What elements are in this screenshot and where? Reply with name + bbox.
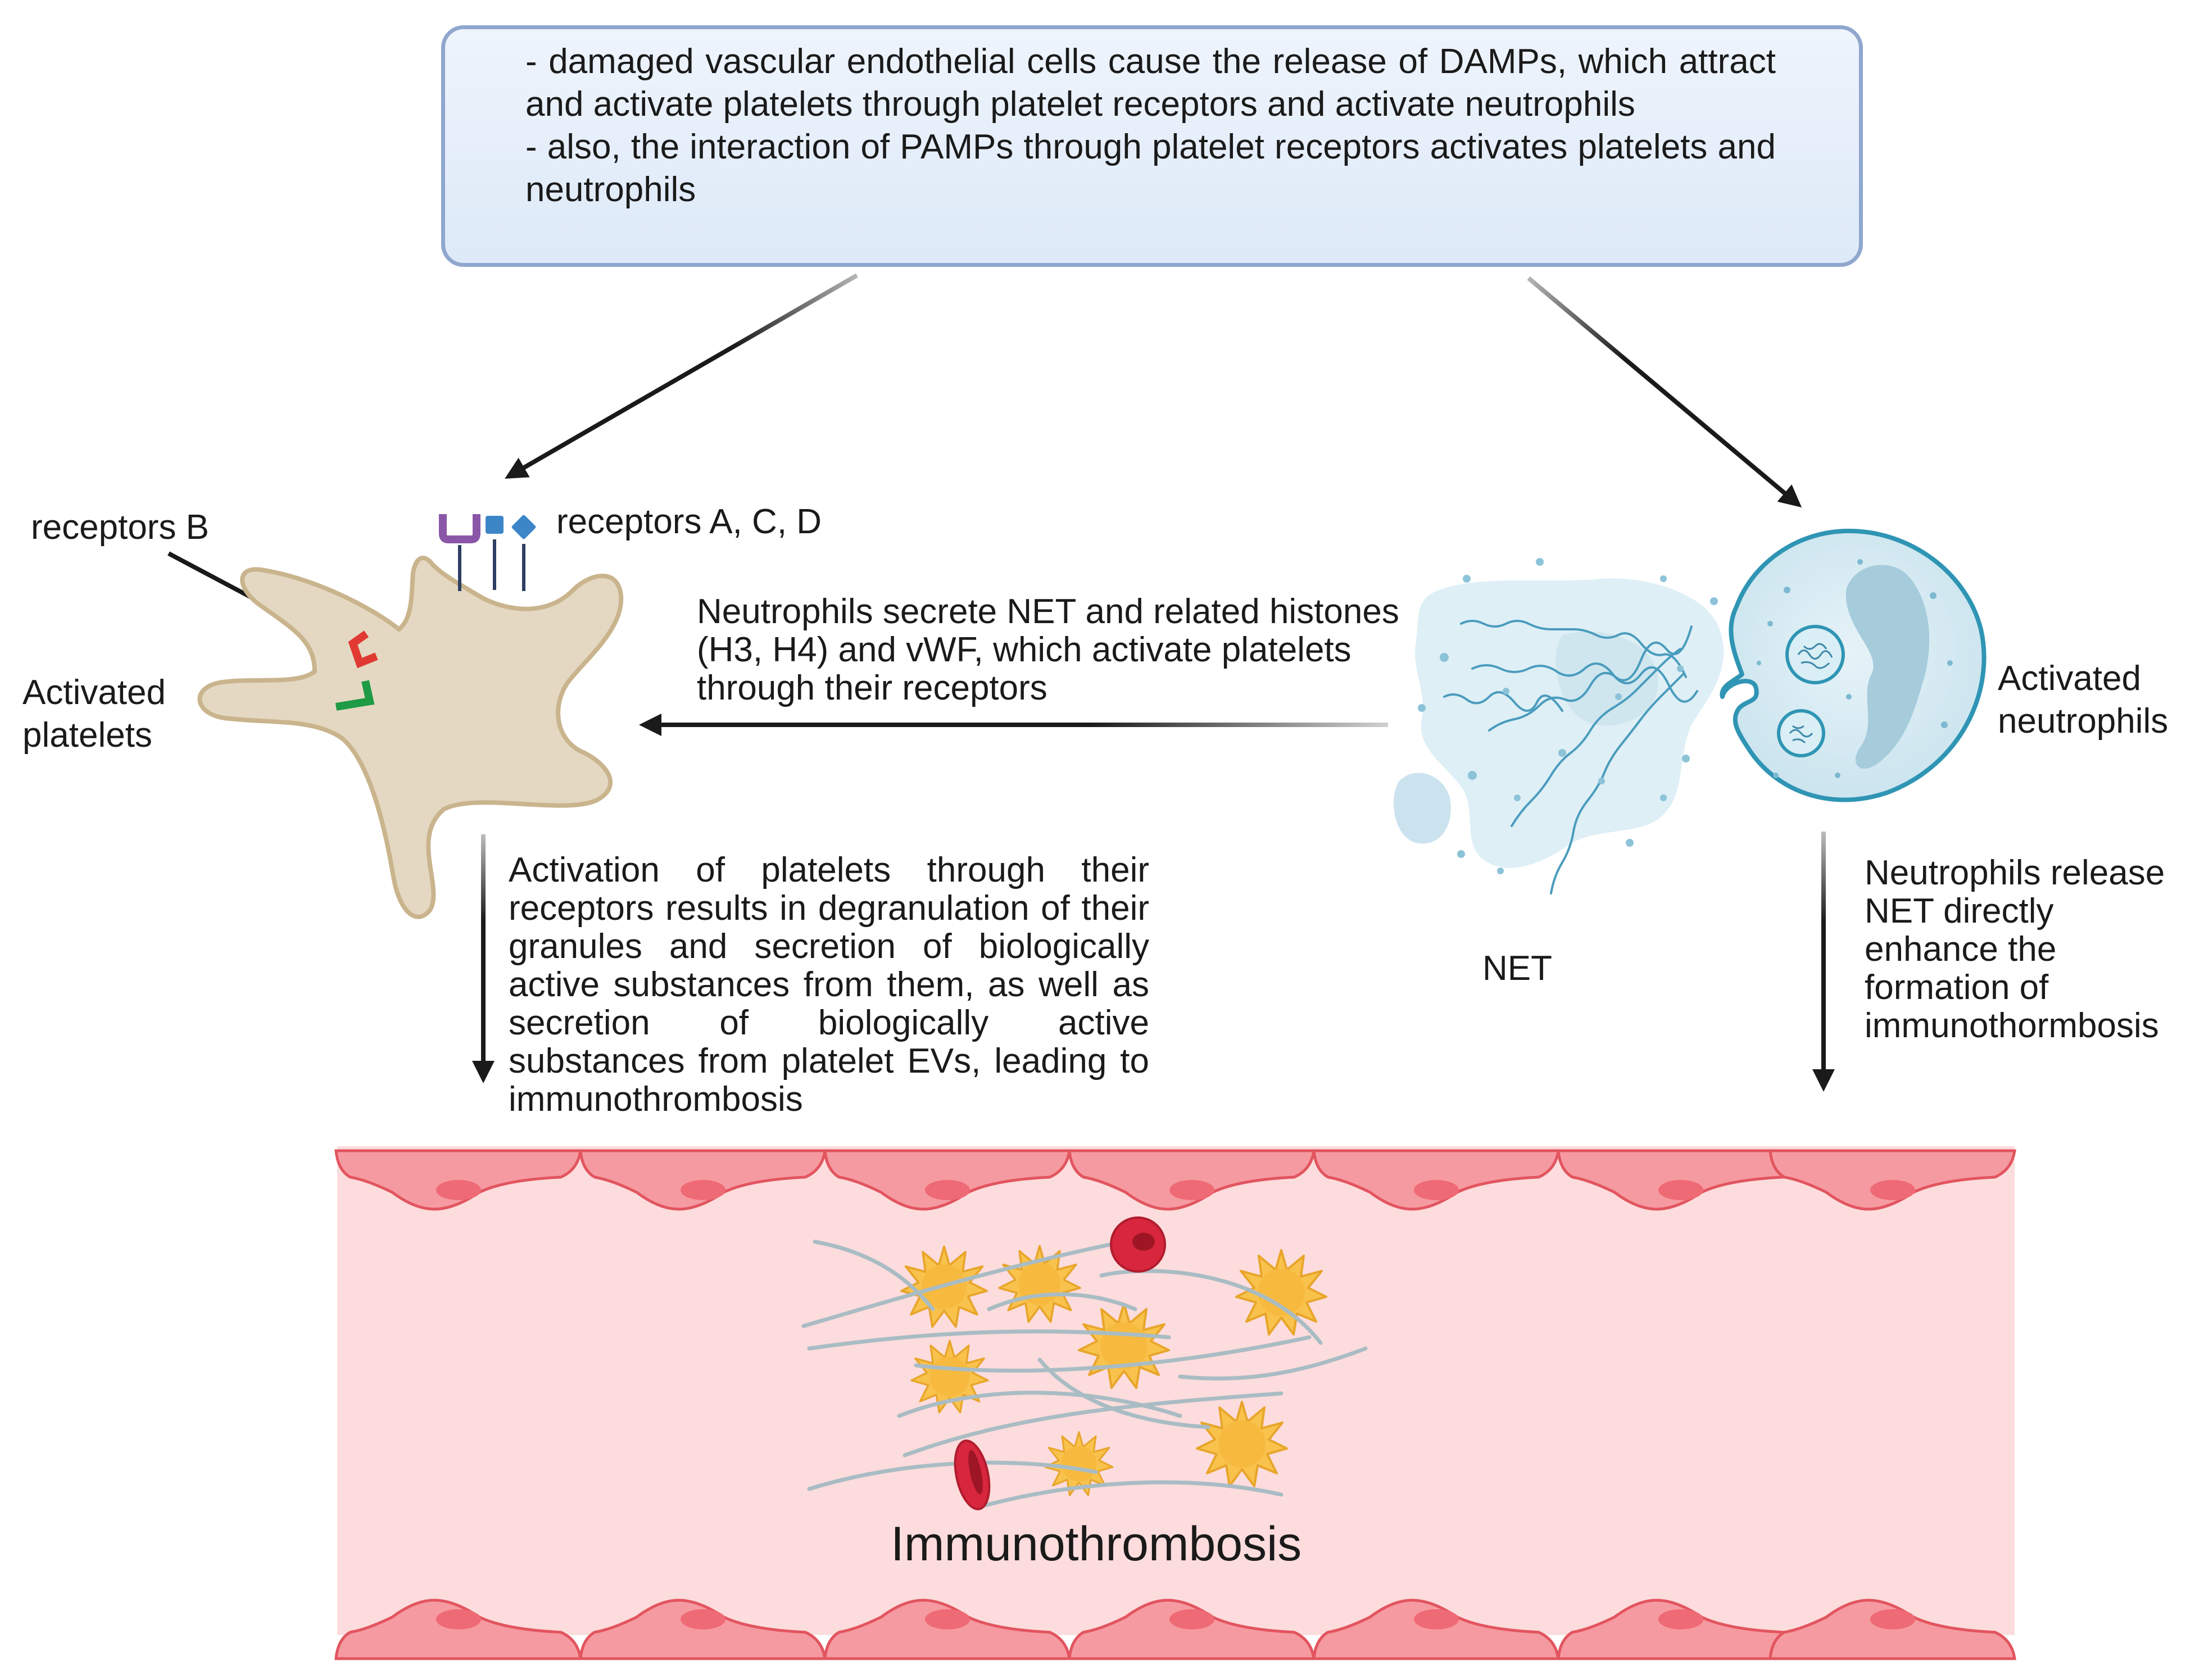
summary-line-damps: - damaged vascular endothelial cells cau…	[525, 42, 1776, 124]
label-net-secretion: Neutrophils secrete NET and related hist…	[697, 592, 1399, 707]
label-activated-neutrophils: Activated neutrophils	[1998, 659, 2169, 741]
activated-neutrophil-illustration	[1720, 529, 1987, 802]
label-immunothrombosis: Immunothrombosis	[891, 1517, 1302, 1571]
receptor-a	[439, 514, 480, 591]
label-receptors-acd: receptors A, C, D	[556, 502, 822, 541]
receptor-b-red	[348, 630, 378, 669]
arrow-to-platelets	[505, 273, 859, 479]
label-neutrophil-release: Neutrophils release NET directly enhance…	[1865, 853, 2165, 1045]
activated-platelet-illustration	[197, 514, 624, 919]
receptor-c	[486, 516, 504, 590]
summary-line-pamps: - also, the interaction of PAMPs through…	[525, 128, 1776, 209]
label-net: NET	[1482, 949, 1552, 988]
summary-box	[441, 25, 1863, 267]
label-platelet-activation: Activation of platelets through their re…	[509, 851, 1149, 1119]
fibrin-strands	[801, 1239, 1368, 1508]
red-blood-cell	[954, 1440, 991, 1510]
label-receptors-b: receptors B	[31, 508, 210, 547]
blood-vessel	[336, 1146, 2015, 1659]
arrow-to-neutrophils	[1527, 276, 1802, 508]
receptor-d	[511, 515, 536, 591]
thrombus	[801, 1216, 1368, 1510]
summary-text: - damaged vascular endothelial cells cau…	[525, 40, 1776, 211]
receptor-b-green	[335, 680, 375, 711]
red-blood-cell	[1110, 1216, 1166, 1273]
label-activated-platelets: Activated platelets	[22, 673, 166, 755]
net-illustration	[1394, 558, 1724, 895]
